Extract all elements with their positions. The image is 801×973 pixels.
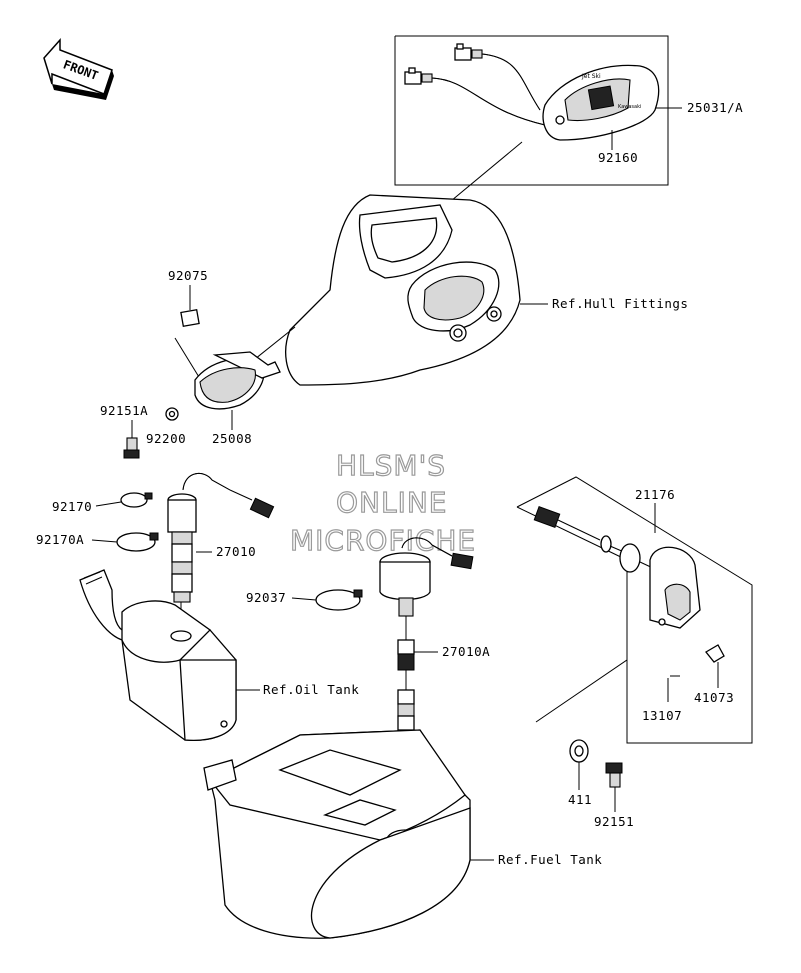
label-ref-hull-fittings: Ref.Hull Fittings — [552, 296, 688, 311]
label-25031A: 25031/A — [687, 100, 743, 115]
label-92170A: 92170A — [36, 532, 84, 547]
gauge-text-2: Kawasaki — [618, 104, 641, 110]
watermark-line-3: MICROFICHE — [290, 524, 476, 557]
oil-tank — [79, 569, 260, 741]
label-92160: 92160 — [598, 150, 638, 165]
label-13107: 13107 — [642, 708, 682, 723]
label-92151: 92151 — [594, 814, 634, 829]
sensor-assembly — [516, 476, 753, 812]
label-92151A: 92151A — [100, 403, 148, 418]
label-92037: 92037 — [246, 590, 286, 605]
label-25008: 25008 — [212, 431, 252, 446]
label-ref-oil-tank: Ref.Oil Tank — [263, 682, 359, 697]
label-92200: 92200 — [146, 431, 186, 446]
oil-level-sender — [91, 472, 275, 634]
label-41073: 41073 — [694, 690, 734, 705]
label-411: 411 — [568, 792, 592, 807]
label-ref-fuel-tank: Ref.Fuel Tank — [498, 852, 602, 867]
label-21176: 21176 — [635, 487, 675, 502]
watermark-line-2: ONLINE — [336, 486, 447, 519]
label-92170: 92170 — [52, 499, 92, 514]
watermark-line-1: HLSM'S — [336, 449, 446, 482]
fuel-tank — [203, 729, 494, 939]
gauge-text-1: Jet Ski — [581, 73, 601, 80]
bracket-assembly — [123, 285, 296, 459]
label-27010A: 27010A — [442, 644, 490, 659]
label-92075: 92075 — [168, 268, 208, 283]
hull-dashboard — [285, 194, 548, 386]
watermark: HLSM'S ONLINE MICROFICHE — [289, 448, 476, 557]
label-27010: 27010 — [216, 544, 256, 559]
front-arrow-icon: FRONT — [43, 38, 114, 100]
